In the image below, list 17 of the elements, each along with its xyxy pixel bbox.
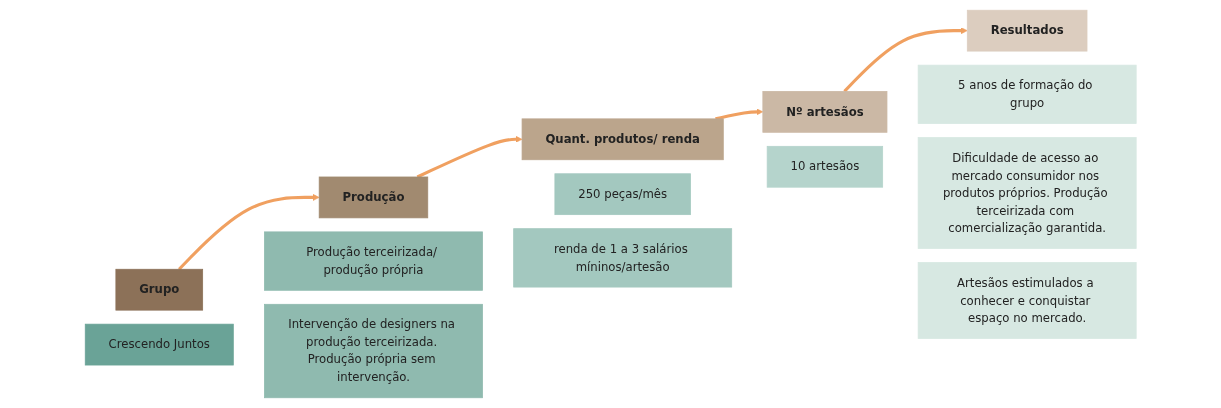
node-box: Dificuldade de acesso ao mercado consumidor nos produtos próprios. Produção terceirizada com comercialização garantida. bbox=[917, 137, 1137, 249]
arrow bbox=[177, 194, 320, 271]
node-box: Grupo bbox=[115, 268, 203, 311]
node-box: renda de 1 a 3 salários míninos/artesão bbox=[513, 228, 732, 288]
node-box: Resultados bbox=[966, 9, 1088, 52]
node-box: Crescendo Juntos bbox=[84, 323, 234, 366]
node-box: Produção terceirizada/ produção própria bbox=[263, 231, 483, 291]
node-box: 10 artesãos bbox=[766, 145, 883, 188]
arrow bbox=[843, 27, 968, 93]
arrow bbox=[714, 108, 763, 121]
node-box: 250 peças/mês bbox=[554, 173, 691, 216]
node-box: Intervenção de designers na produção terceirizada. Produção própria sem intervenção. bbox=[263, 303, 483, 399]
node-box: Produção bbox=[318, 176, 428, 219]
node-box: Nº artesãos bbox=[762, 91, 888, 133]
node-box: Quant. produtos/ renda bbox=[521, 118, 724, 161]
node-box: 5 anos de formação do grupo bbox=[917, 64, 1137, 124]
node-box: Artesãos estimulados a conhecer e conquistar espaço no mercado. bbox=[917, 262, 1137, 339]
